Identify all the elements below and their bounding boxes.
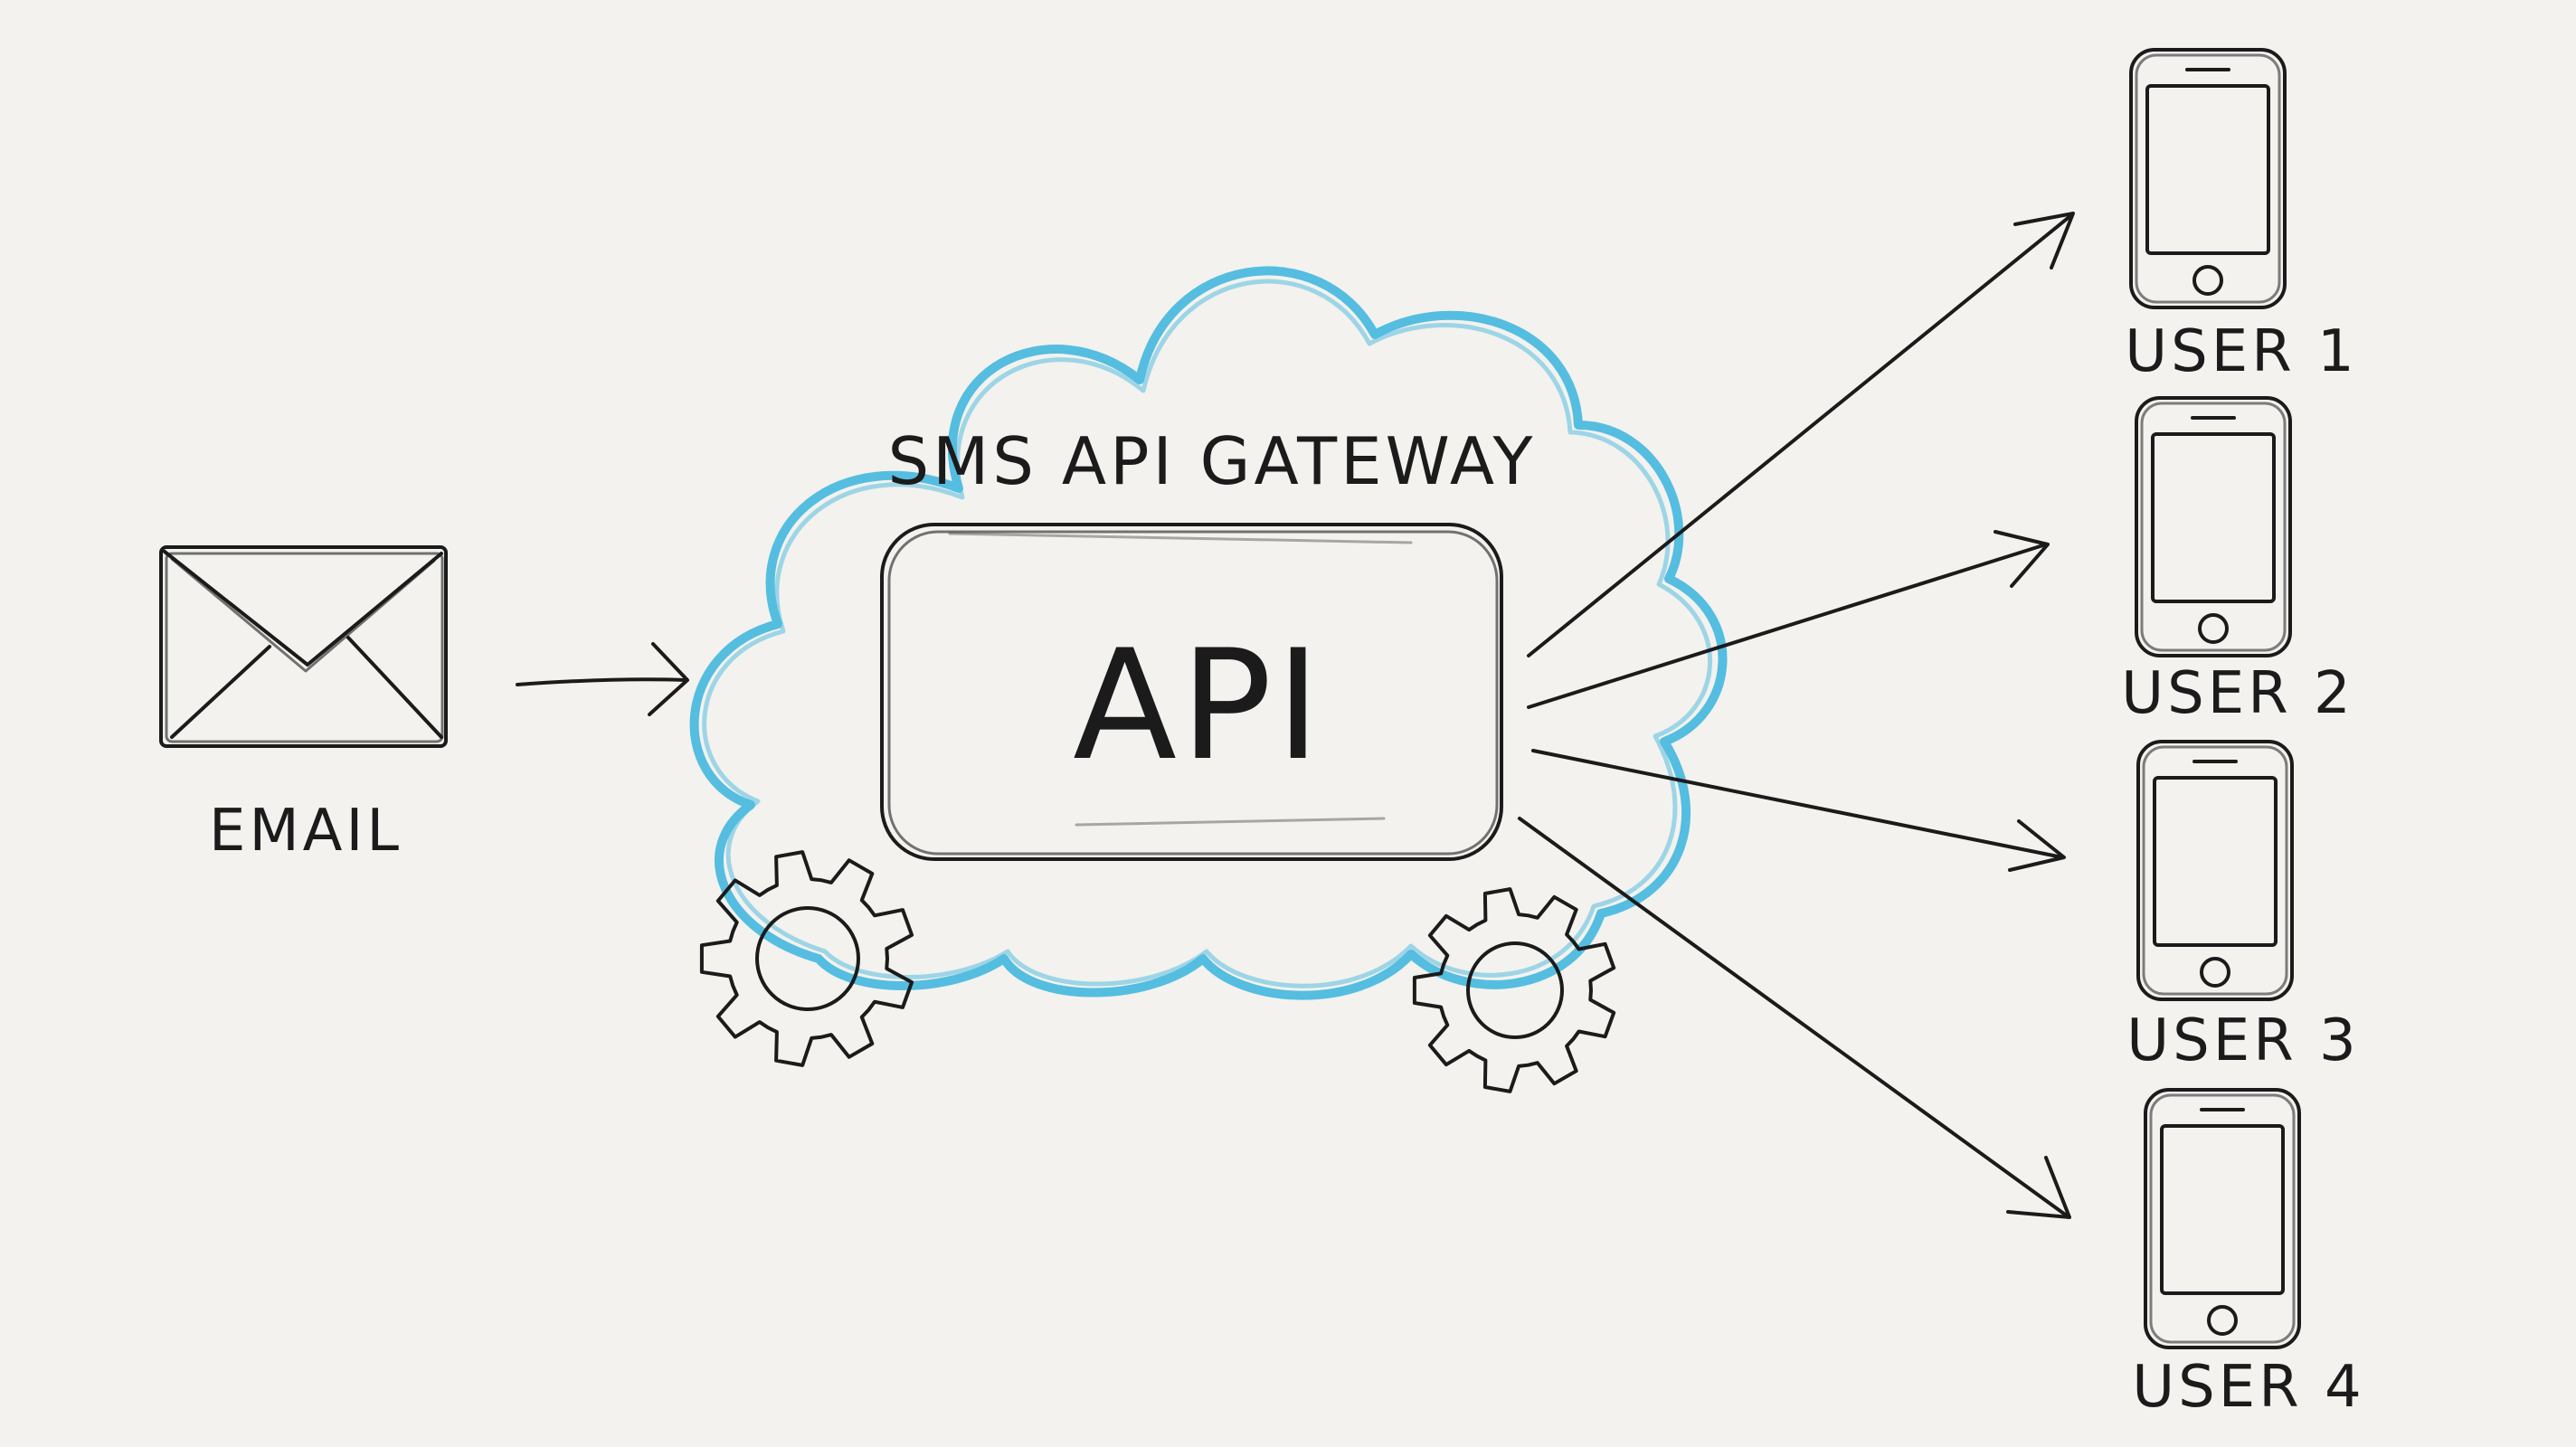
gateway-to-user-4-arrow (1518, 817, 2071, 1219)
email-to-gateway-arrow (516, 642, 689, 716)
gear-icon (699, 850, 914, 1067)
smartphone-icon (2144, 1088, 2301, 1349)
user-4-label: USER 4 (2132, 1354, 2364, 1421)
gateway-title: SMS API GATEWAY (887, 423, 1536, 499)
user-1-label: USER 1 (2125, 318, 2357, 385)
envelope-icon (159, 545, 448, 748)
user-2-label: USER 2 (2121, 660, 2353, 727)
api-box (880, 523, 1503, 861)
smartphone-icon (2129, 48, 2287, 309)
gateway-to-user-2-arrow (1527, 530, 2050, 709)
user-3-label: USER 3 (2126, 1007, 2359, 1074)
gateway-to-user-1-arrow (1527, 212, 2075, 657)
smartphone-icon (2136, 740, 2294, 1001)
gateway-to-user-3-arrow (1531, 749, 2066, 872)
cloud-shape (689, 266, 1728, 1000)
api-box-label: API (1073, 617, 1324, 794)
gear-icon (1412, 887, 1616, 1093)
email-label: EMAIL (209, 798, 402, 865)
smartphone-icon (2135, 396, 2292, 657)
